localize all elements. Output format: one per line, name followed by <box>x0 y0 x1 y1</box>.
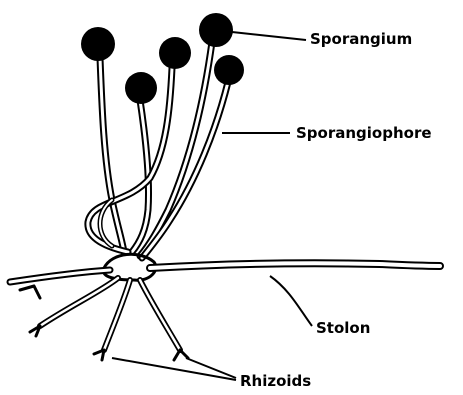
stolon-label: Stolon <box>316 319 370 337</box>
sporangia <box>81 13 244 104</box>
sporangium-leader <box>232 32 306 40</box>
sporangiophore-stalk <box>132 100 149 252</box>
rhizoid-hyphae <box>30 278 188 360</box>
stolons <box>10 263 440 298</box>
sporangiophores <box>88 42 228 258</box>
sporangium-head <box>125 72 157 104</box>
sporangiophore-stalk <box>100 58 124 252</box>
sporangium-head <box>214 55 244 85</box>
sporangium-label: Sporangium <box>310 30 412 48</box>
sporangiophore-label: Sporangiophore <box>296 124 432 142</box>
sporangium-head <box>81 27 115 61</box>
stolon-leader <box>270 276 312 326</box>
rhizoids-label: Rhizoids <box>240 372 311 390</box>
sporangiophore-stalk <box>140 42 212 256</box>
sporangium-head <box>159 37 191 69</box>
sporangium-head <box>199 13 233 47</box>
